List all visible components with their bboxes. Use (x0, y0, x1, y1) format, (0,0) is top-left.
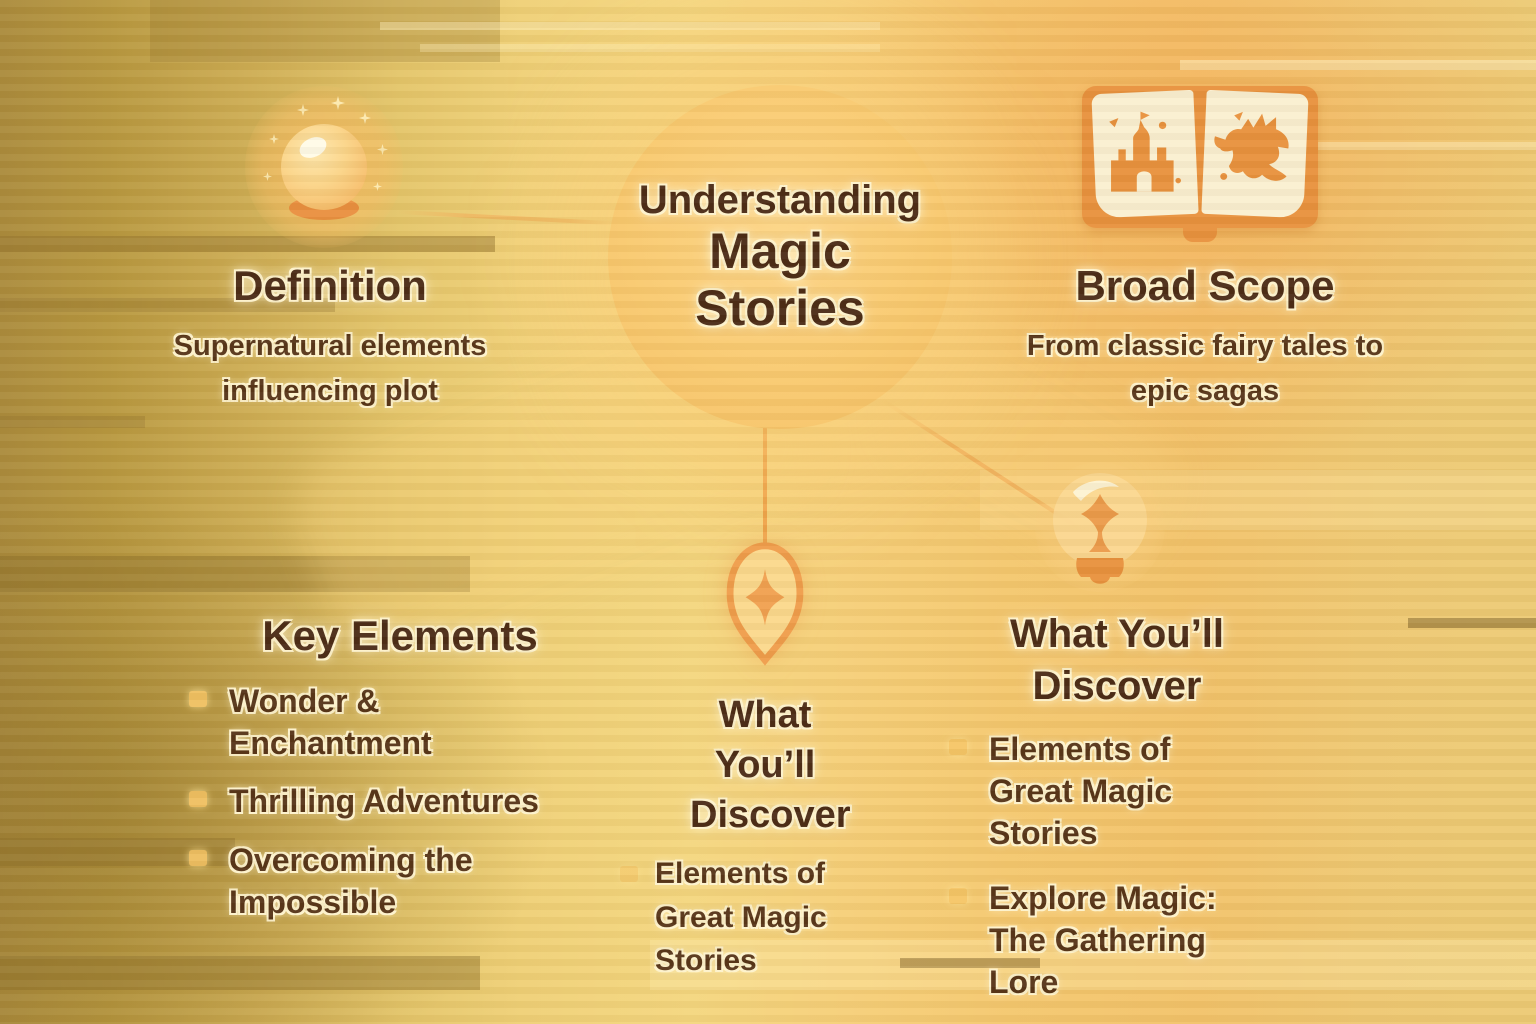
bullet-marker (620, 866, 638, 882)
discover-right-heading-line: What You’ll (1009, 612, 1225, 656)
definition-body: Supernatural elements influencing plot (173, 330, 487, 407)
discover-right-list: Elements of Great Magic Stories Explore … (945, 728, 1227, 1019)
list-item-label: Thrilling Adventures (229, 783, 539, 820)
key-elements-list: Wonder & Enchantment Thrilling Adventure… (185, 680, 580, 923)
section-key-elements: Key Elements Wonder & Enchantment Thrill… (165, 612, 635, 939)
background-stripe (0, 956, 480, 990)
list-item-label: Elements of Great Magic Stories (989, 731, 1173, 852)
list-item: Elements of Great Magic Stories (945, 728, 1227, 855)
section-discover-center: What You’ll Discover (690, 690, 851, 840)
title-line-1: Understanding (638, 178, 922, 222)
list-item: Overcoming the Impossible (185, 839, 580, 923)
list-item-label: Wonder & Enchantment (229, 683, 432, 762)
lightbulb-icon (1035, 462, 1165, 604)
crystal-ball-icon (245, 86, 403, 248)
section-broad-scope: Broad Scope From classic fairy tales to … (1000, 262, 1410, 414)
list-item: Wonder & Enchantment (185, 680, 580, 764)
sparkle-icon (377, 144, 388, 155)
background-stripe (380, 22, 880, 30)
background-stripe (0, 416, 145, 428)
castle-icon (1109, 111, 1181, 192)
discover-center-heading-line: What (718, 694, 812, 736)
list-item-label: Explore Magic: The Gathering Lore (989, 879, 1217, 1001)
book-spine-tab (1183, 224, 1217, 242)
background-stripe (150, 0, 500, 62)
title-line-2: Magic (709, 223, 851, 279)
broad-scope-body: From classic fairy tales to epic sagas (1026, 330, 1384, 407)
discover-center-heading-line: Discover (690, 794, 851, 837)
definition-heading: Definition (233, 262, 427, 309)
dragon-icon (1214, 111, 1289, 181)
discover-center-heading-line: You’ll (714, 744, 816, 787)
connector-line-down (763, 427, 767, 547)
background-stripe (1408, 618, 1536, 628)
sparkle-icon (269, 134, 279, 144)
background-stripe (0, 556, 470, 592)
background-stripe (1180, 60, 1536, 70)
central-topic-circle: Understanding Magic Stories (608, 85, 952, 429)
section-discover-right: What You’ll Discover (967, 608, 1267, 712)
bullet-marker (189, 791, 207, 808)
lightbulb-glyph (1053, 473, 1147, 584)
bullet-marker (189, 849, 207, 866)
list-item-label: Overcoming the Impossible (229, 841, 473, 920)
discover-right-heading-line: Discover (1032, 664, 1202, 708)
sparkle-icon (373, 182, 382, 191)
list-item: Explore Magic: The Gathering Lore (945, 877, 1227, 1004)
bullet-marker (949, 739, 967, 755)
sparkle-pin-icon (726, 542, 804, 666)
section-definition: Definition Supernatural elements influen… (120, 262, 540, 414)
sparkle-icon (263, 172, 272, 181)
key-elements-heading: Key Elements (262, 612, 538, 659)
bullet-marker (189, 691, 207, 707)
connector-line-left (397, 210, 616, 226)
title-line-3: Stories (695, 280, 865, 336)
discover-center-body: Elements of Great Magic Stories (655, 857, 827, 977)
crystal-ball-sphere (281, 124, 367, 210)
bullet-marker (949, 887, 967, 904)
list-item: Thrilling Adventures (185, 780, 580, 822)
broad-scope-heading: Broad Scope (1075, 262, 1335, 309)
storybook-castle-dragon-icon (1080, 76, 1320, 248)
background-stripe (420, 44, 880, 52)
